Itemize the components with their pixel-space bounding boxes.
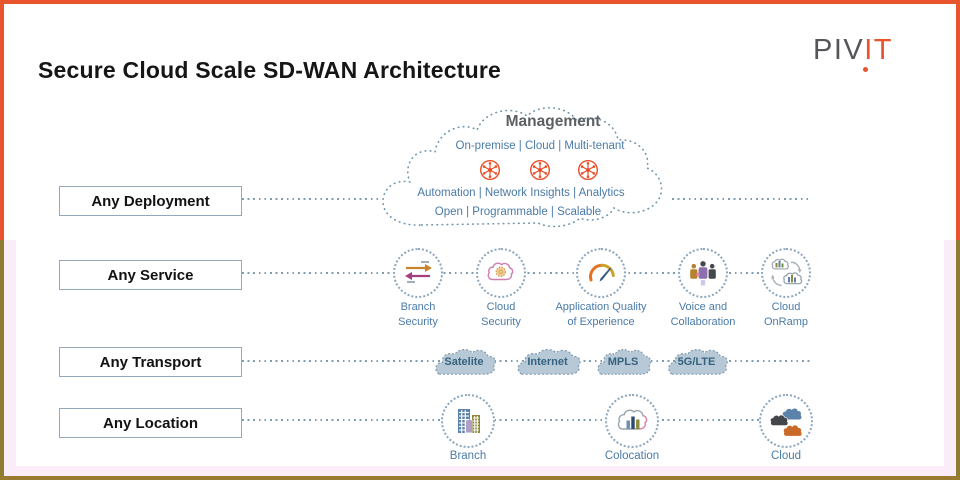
management-capabilities: Automation | Network Insights | Analytic… [417,187,625,199]
service-circle-branch-security [393,248,443,298]
row-label-any-transport: Any Transport [99,353,202,371]
row-box-any-location: Any Location [59,408,242,438]
transport-label-mpls: MPLS [607,356,639,368]
location-label-colocation: Colocation [604,450,660,462]
service-label-line: Security [398,315,438,328]
deployment-dotted-line-right [672,198,808,200]
location-circle-cloud [759,394,813,448]
location-circle-colocation [605,394,659,448]
frame-border-top [0,0,960,4]
service-label-cloud-onramp: Cloud OnRamp [731,300,841,329]
people-collaboration-icon [690,261,716,286]
service-label-voice-collaboration: Voice and Collaboration [648,300,758,329]
gauge-icon [589,263,615,282]
frame-border-left-bottom [0,240,4,480]
service-circle-voice-collaboration [678,248,728,298]
controller-hub-icon [479,159,501,181]
service-circle-cloud-onramp [761,248,811,298]
frame-border-right-bottom [956,240,960,480]
service-label-line: Cloud [486,301,516,313]
transport-label-satellite: Satelite [444,356,484,368]
location-circle-branch [441,394,495,448]
logo-text-orange: IT [864,34,894,66]
logo-text-gray: PIV [813,34,865,66]
row-label-any-deployment: Any Deployment [91,192,210,210]
service-label-line: Security [481,315,521,328]
transport-cloud-satellite [435,349,496,375]
service-label-branch-security: Branch Security [363,300,473,329]
service-label-line: Cloud [771,301,801,313]
management-deployment-modes: On-premise | Cloud | Multi-tenant [455,140,625,152]
location-label-branch: Branch [449,450,487,462]
pink-edge-band-left [4,240,16,476]
branch-buildings-icon [458,409,480,434]
transport-label-5g-lte: 5G/LTE [677,356,716,368]
row-label-any-location: Any Location [102,414,198,432]
management-platform-qualities: Open | Programmable | Scalable [434,206,602,218]
deployment-dotted-line-left [242,198,378,200]
service-label-line: Voice and [678,301,728,313]
location-label-cloud: Cloud [770,450,802,462]
service-label-app-quality: Application Quality of Experience [536,300,666,329]
management-title: Management [505,113,601,130]
transport-label-internet: Internet [527,356,568,368]
frame-border-bottom [0,476,960,480]
page-title: Secure Cloud Scale SD-WAN Architecture [38,57,502,83]
row-label-any-service: Any Service [107,266,194,284]
multi-cloud-icon [769,407,803,437]
row-box-any-deployment: Any Deployment [59,186,242,216]
controller-hub-icon [577,159,599,181]
cloud-onramp-icon [770,258,803,287]
frame-border-right-top [956,0,960,240]
transport-cloud-5g-lte [668,349,728,375]
service-label-line: Branch [400,301,436,313]
colocation-cloud-chart-icon [617,409,648,430]
pink-edge-band-right [944,240,956,476]
service-label-line: OnRamp [763,315,809,328]
row-box-any-service: Any Service [59,260,242,290]
bidirectional-arrows-icon [405,261,432,283]
location-dotted-line [242,419,786,421]
service-label-line: Collaboration [670,315,736,328]
service-circle-app-quality [576,248,626,298]
service-label-line: Application Quality [555,301,647,313]
row-box-any-transport: Any Transport [59,347,242,377]
logo-dot-icon [863,67,868,72]
service-label-cloud-security: Cloud Security [446,300,556,329]
service-label-line: of Experience [567,315,635,328]
secure-cloud-icon [487,262,514,281]
controller-hub-icon [529,159,551,181]
management-cloud-outline [382,106,663,228]
transport-cloud-internet [517,349,581,375]
frame-border-left-top [0,0,4,240]
pink-edge-band-bottom [4,466,956,476]
transport-cloud-mpls [597,349,652,375]
pivit-logo: PIVIT [813,34,933,72]
service-circle-cloud-security [476,248,526,298]
